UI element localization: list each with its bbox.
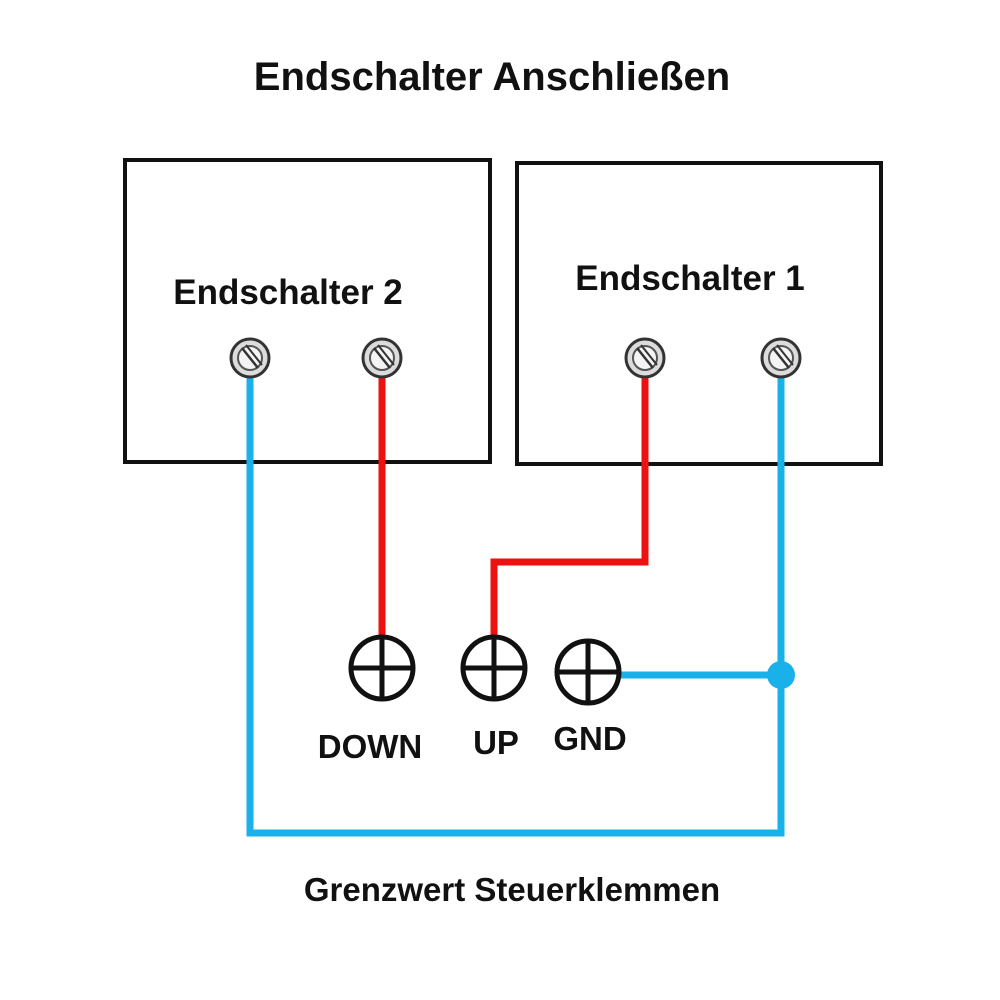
control-terminals-caption: Grenzwert Steuerklemmen (304, 871, 720, 908)
down-terminal-label: DOWN (318, 728, 422, 765)
limit-switch-1-box (515, 161, 883, 466)
gnd-terminal-icon (554, 638, 622, 706)
gnd-terminal-label: GND (553, 720, 626, 757)
switch1-left-screw-icon (624, 337, 666, 379)
red-up-wire (490, 377, 649, 650)
switch2-left-screw-icon (229, 337, 271, 379)
limit-switch-1-label: Endschalter 1 (575, 259, 805, 298)
limit-switch-2-box (123, 158, 492, 464)
up-terminal-icon (460, 634, 528, 702)
wire-junction-dot (767, 661, 795, 689)
down-terminal-icon (348, 634, 416, 702)
blue-common-wire (246, 377, 785, 837)
switch1-right-screw-icon (760, 337, 802, 379)
up-terminal-label: UP (473, 724, 519, 761)
limit-switch-2-label: Endschalter 2 (173, 273, 403, 312)
switch2-right-screw-icon (361, 337, 403, 379)
diagram-title: Endschalter Anschließen (254, 55, 730, 99)
